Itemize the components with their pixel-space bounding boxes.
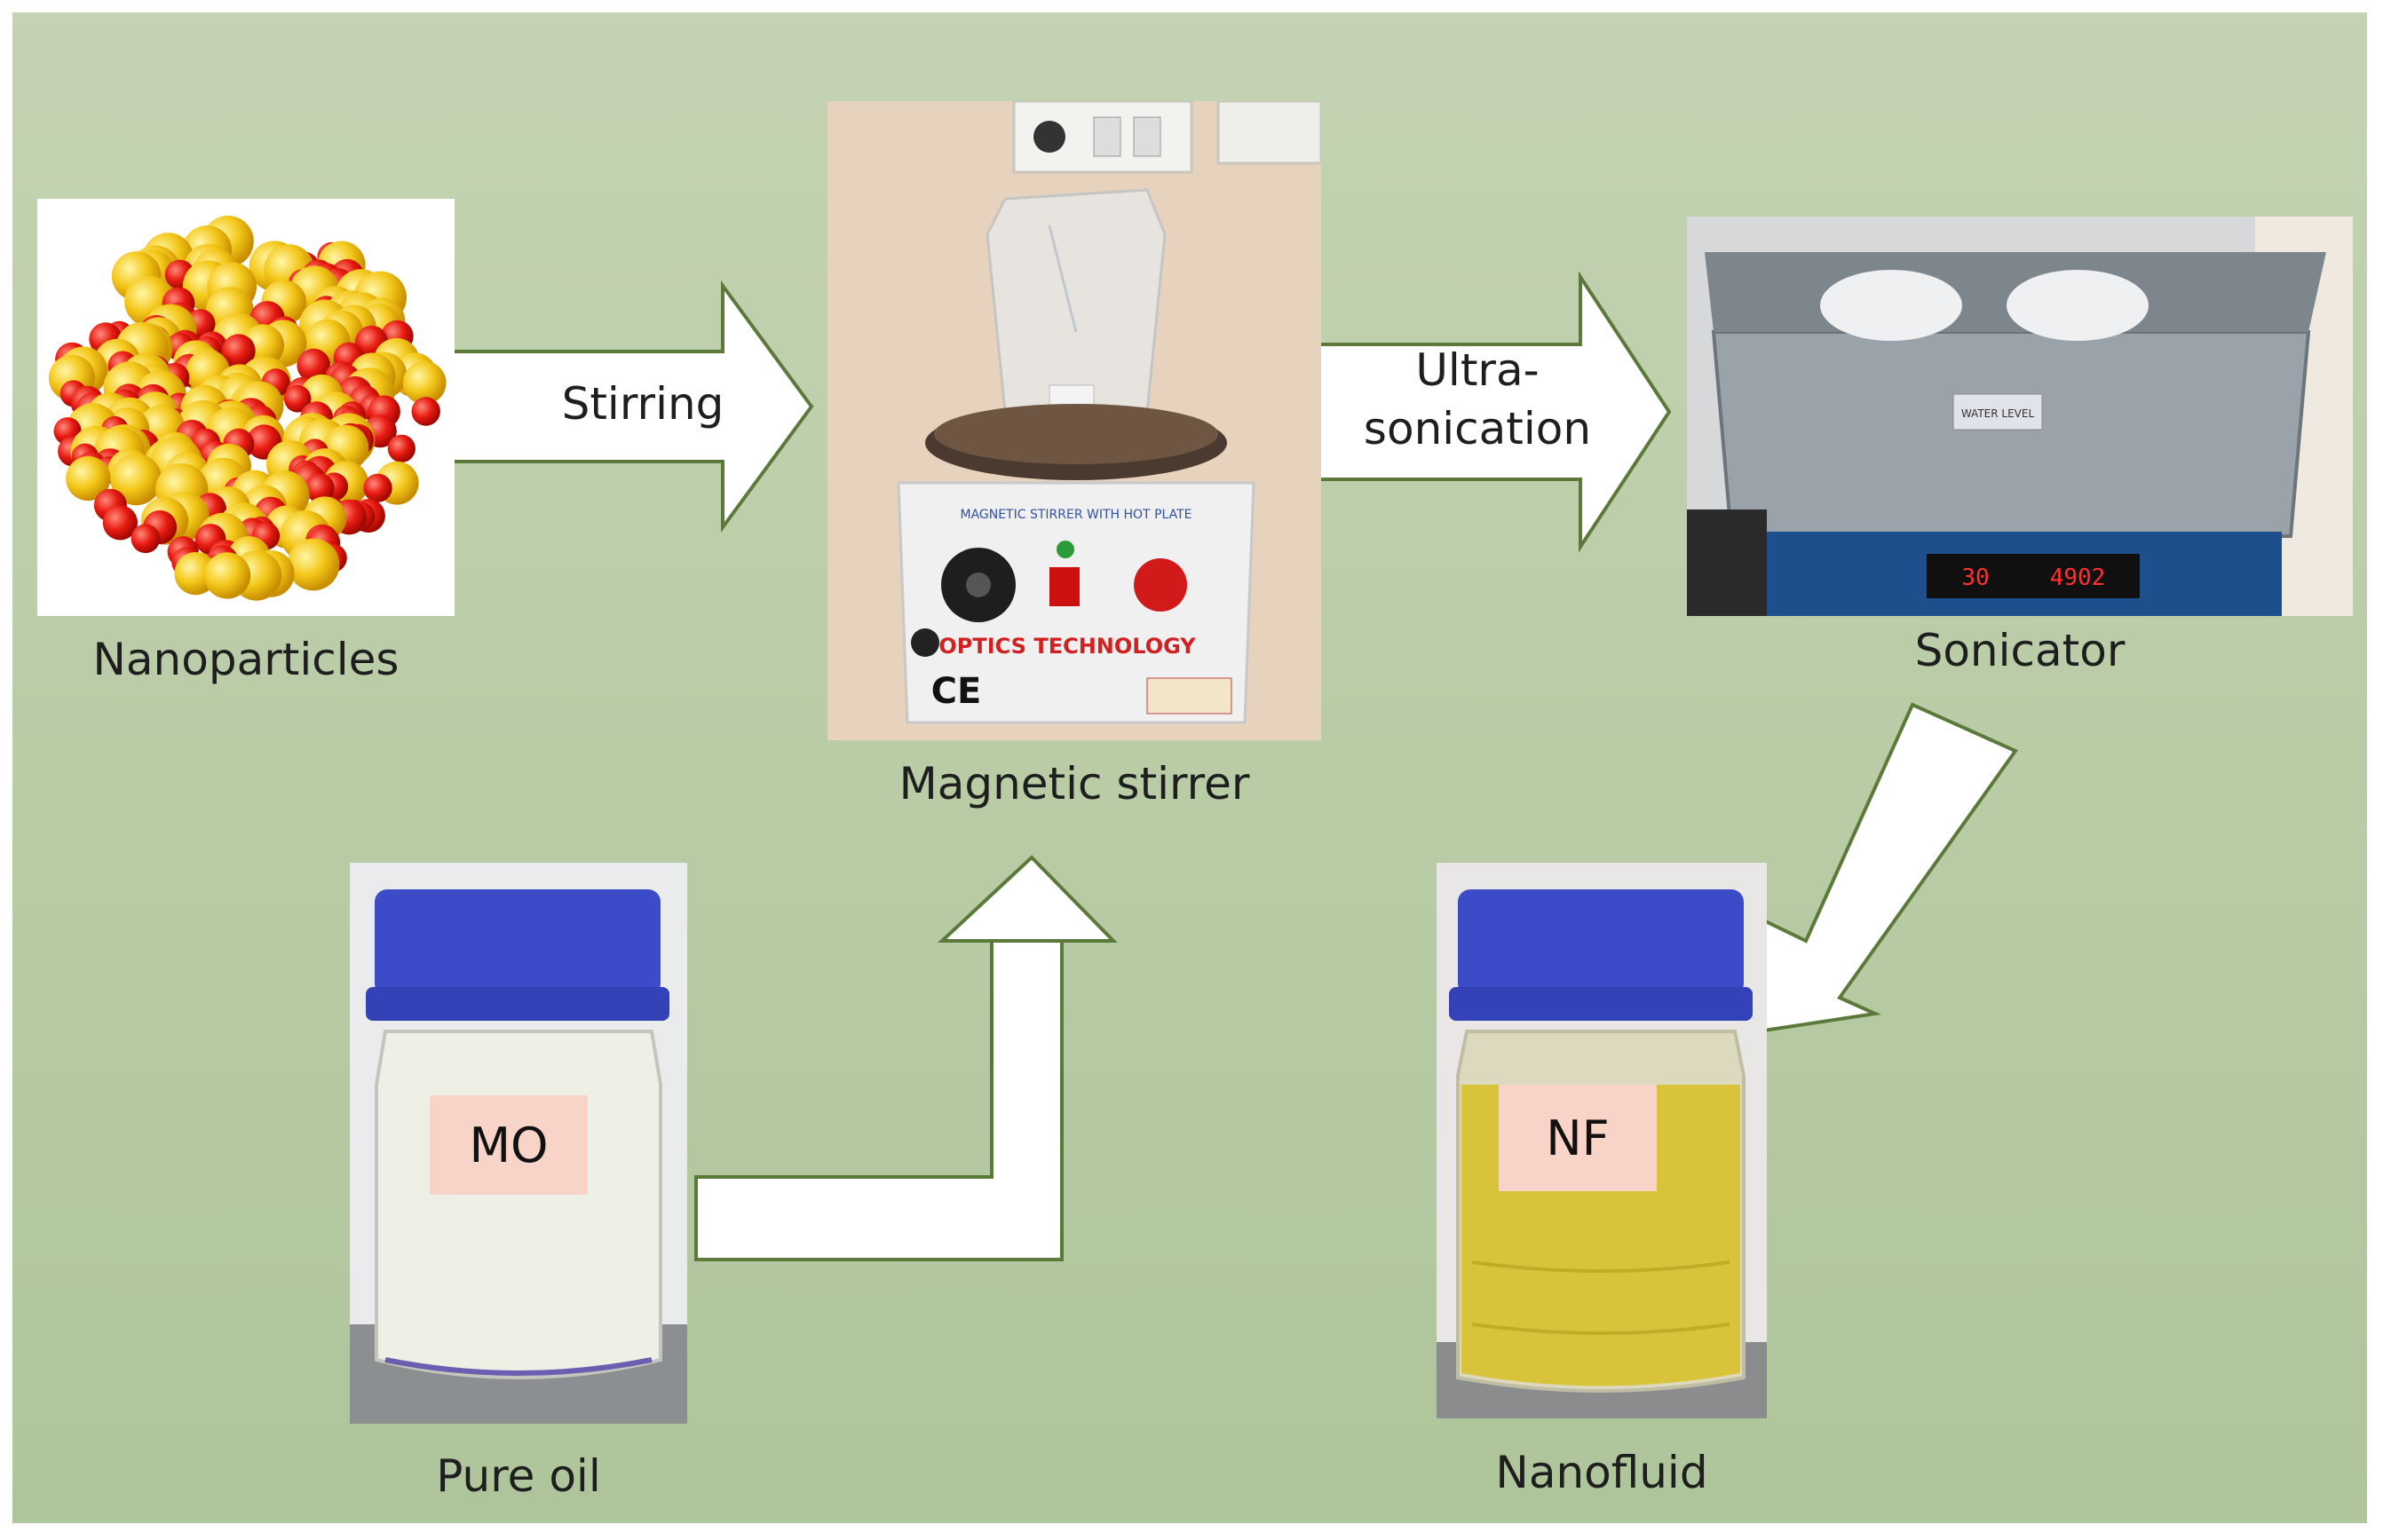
red-atom (102, 505, 138, 541)
yellow-atom (287, 538, 340, 591)
svg-text:MAGNETIC STIRRER WITH HOT PLAT: MAGNETIC STIRRER WITH HOT PLATE (960, 508, 1192, 522)
magnetic-stirrer-photo: MAGNETIC STIRRER WITH HOT PLATE OPTICS T… (827, 101, 1321, 740)
svg-text:WATER LEVEL: WATER LEVEL (1961, 407, 2035, 420)
red-atom (297, 348, 331, 383)
ultrasonication-label: Ultra- sonication (1344, 341, 1611, 458)
nanoparticles-image (37, 199, 455, 616)
ultrasonication-label-line1: Ultra- (1415, 344, 1540, 396)
red-atom (131, 524, 161, 554)
pure-oil-to-stirrer-arrow (694, 855, 1118, 1261)
ultrasonication-arrow (1310, 271, 1672, 553)
red-atom (283, 385, 312, 413)
ultrasonication-label-line2: sonication (1363, 403, 1592, 454)
stirring-arrow (446, 280, 814, 533)
nanofluid-label: Nanofluid (1495, 1447, 1708, 1498)
red-atom (387, 434, 416, 462)
nanoparticles-label: Nanoparticles (92, 634, 400, 685)
yellow-atom (66, 456, 111, 501)
yellow-atom (402, 361, 447, 405)
svg-text:CE: CE (931, 671, 982, 712)
sonicator-to-nanofluid-arrow (1748, 702, 2019, 1034)
flow-arrows (446, 271, 2019, 1261)
pure-oil-label: Pure oil (436, 1450, 601, 1502)
mo-tag: MO (430, 1095, 588, 1195)
red-atom (363, 473, 392, 502)
svg-text:4902: 4902 (2050, 565, 2106, 591)
sonicator-label: Sonicator (1914, 625, 2126, 676)
diagram-panel: Nanoparticles Stirring MAGNETIC STIRRER … (12, 12, 2367, 1523)
stirring-label: Stirring (561, 378, 724, 430)
yellow-atom (203, 552, 251, 599)
pure-oil-jar-photo: MO (350, 863, 687, 1424)
sonicator-photo: WATER LEVEL 30 4902 (1687, 217, 2353, 616)
magnetic-stirrer-label: Magnetic stirrer (899, 758, 1250, 809)
yellow-atom (110, 454, 162, 506)
svg-text:30: 30 (1961, 565, 1989, 591)
nanofluid-jar-photo: NF (1437, 863, 1767, 1418)
nf-tag: NF (1499, 1085, 1657, 1191)
red-atom (221, 334, 256, 368)
svg-text:OPTICS TECHNOLOGY: OPTICS TECHNOLOGY (938, 634, 1196, 659)
red-atom (305, 473, 335, 503)
red-atom (411, 397, 440, 426)
